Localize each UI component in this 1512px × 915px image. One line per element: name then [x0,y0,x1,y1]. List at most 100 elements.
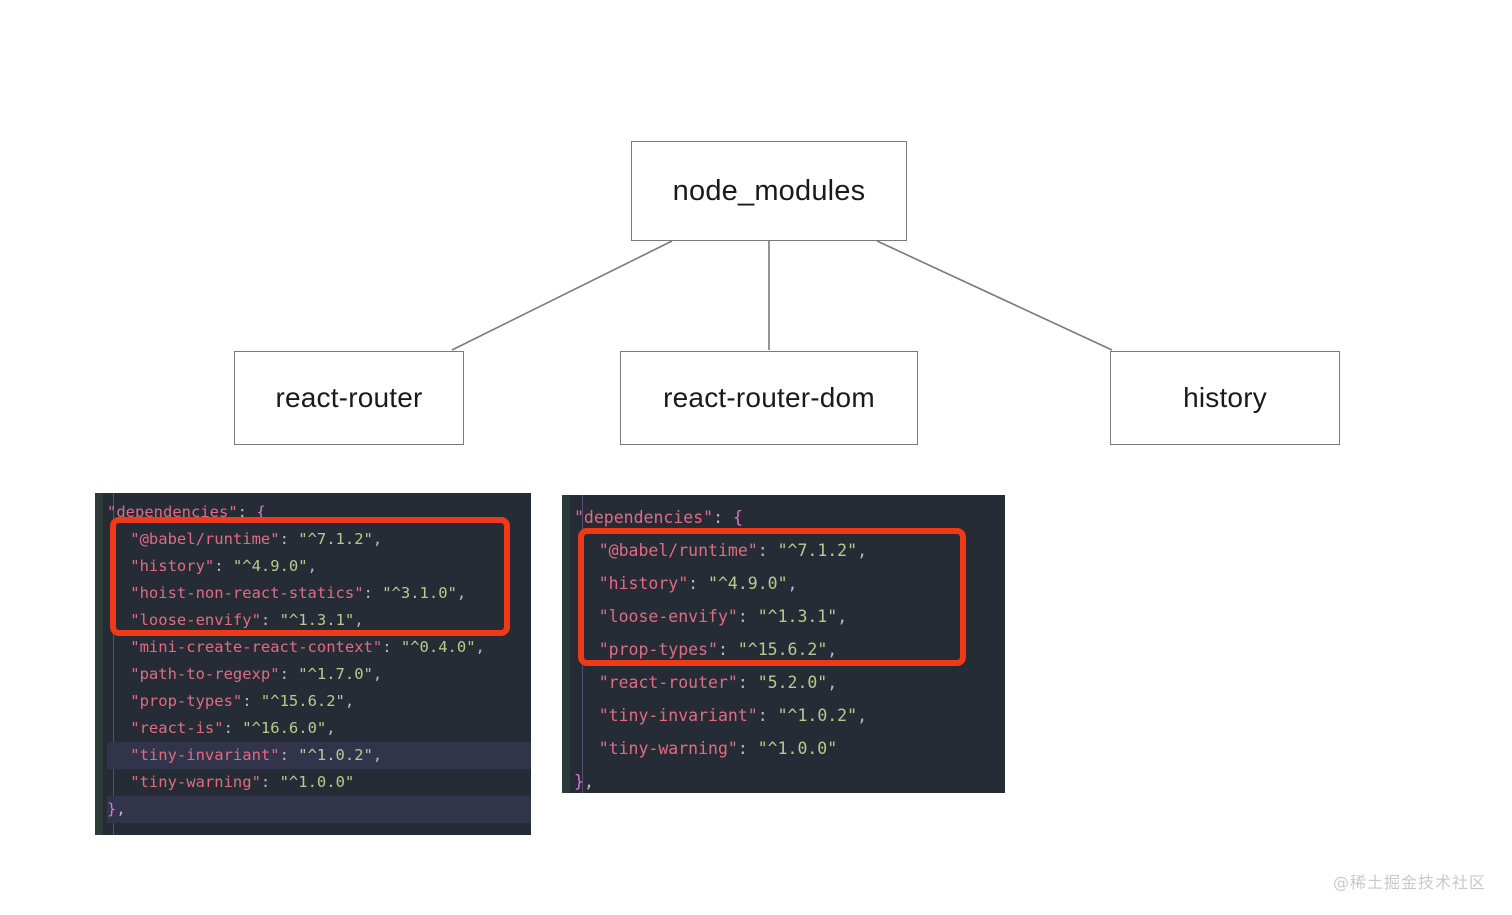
code-token-separator: : [688,574,709,593]
code-line: "prop-types": "^15.6.2", [574,633,1005,666]
code-token-key: "react-is" [130,719,224,737]
code-line: "tiny-warning": "^1.0.0" [574,732,1005,765]
code-line: "tiny-invariant": "^1.0.2", [107,742,531,769]
code-token-key: "@babel/runtime" [598,541,758,560]
tree-node-label: react-router-dom [663,382,875,413]
code-token-comma: , [372,665,383,683]
code-block-react-router-dom-dependencies[interactable]: "dependencies": {"@babel/runtime": "^7.1… [562,495,1005,793]
code-token-comma: , [837,607,848,626]
code-token-value: "^7.1.2" [777,541,858,560]
code-line: "history": "^4.9.0", [107,553,531,580]
code-token-value: "^0.4.0" [400,638,476,656]
code-token-comma: , [344,692,355,710]
code-line: "path-to-regexp": "^1.7.0", [107,661,531,688]
code-line: "@babel/runtime": "^7.1.2", [107,526,531,553]
tree-node-label: node_modules [672,174,866,207]
code-token-brace: { [732,508,743,527]
code-token-separator: : [279,530,299,548]
code-token-value: "^7.1.2" [298,530,373,548]
code-token-separator: : [737,607,758,626]
code-token-value: "^1.0.2" [298,746,373,764]
code-line: }, [107,796,531,823]
code-token-key: "dependencies" [107,503,238,521]
code-token-separator: : [757,706,778,725]
code-gutter [562,495,570,793]
code-token-separator: : [223,719,243,737]
code-token-key: "loose-envify" [598,607,738,626]
code-token-brace: { [256,503,266,521]
code-token-comma: , [475,638,485,656]
code-line: "@babel/runtime": "^7.1.2", [574,534,1005,567]
code-token-value: "^15.6.2" [260,692,345,710]
code-token-separator: : [713,508,733,527]
code-line: "react-is": "^16.6.0", [107,715,531,742]
code-token-value: "^1.0.0" [279,773,355,791]
code-line: "tiny-invariant": "^1.0.2", [574,699,1005,732]
code-token-separator: : [279,665,299,683]
code-token-key: "hoist-non-react-statics" [130,584,364,602]
code-token-separator: : [737,673,758,692]
code-token-separator: : [214,557,233,575]
code-token-value: "^16.6.0" [242,719,327,737]
code-token-comma: , [827,673,838,692]
code-token-comma: , [372,746,383,764]
code-token-value: "^4.9.0" [708,574,788,593]
code-lines: "dependencies": {"@babel/runtime": "^7.1… [562,495,1005,793]
code-line: "loose-envify": "^1.3.1", [107,607,531,634]
code-line: }, [574,765,1005,793]
code-token-key: "loose-envify" [130,611,261,629]
code-token-separator: : [242,692,261,710]
code-line: "dependencies": { [574,501,1005,534]
code-token-value: "^4.9.0" [232,557,308,575]
code-token-key: "tiny-warning" [130,773,261,791]
code-token-separator: : [757,541,778,560]
code-token-comma: , [827,640,838,659]
code-token-separator: : [260,773,280,791]
code-token-comma: , [307,557,317,575]
code-token-comma: , [326,719,336,737]
code-token-key: "react-router" [598,673,738,692]
code-token-comma: , [354,611,364,629]
code-line: "tiny-warning": "^1.0.0" [107,769,531,796]
code-token-comma: , [372,530,383,548]
code-line: "hoist-non-react-statics": "^3.1.0", [107,580,531,607]
watermark: @稀土掘金技术社区 [1332,873,1486,892]
code-token-value: "^1.7.0" [298,665,373,683]
code-line: "prop-types": "^15.6.2", [107,688,531,715]
code-line: "history": "^4.9.0", [574,567,1005,600]
code-token-separator: : [363,584,383,602]
code-token-value: "^1.0.0" [757,739,838,758]
code-token-separator: : [717,640,738,659]
code-line: "mini-create-react-context": "^0.4.0", [107,634,531,661]
code-token-comma: , [583,772,594,791]
connector-root-to-history [876,240,1113,351]
code-token-key: "history" [130,557,215,575]
tree-node-react-router[interactable]: react-router [234,351,464,445]
code-token-key: "mini-create-react-context" [130,638,383,656]
code-token-key: "prop-types" [598,640,718,659]
code-token-comma: , [787,574,798,593]
code-block-react-router-dependencies[interactable]: "dependencies": { "@babel/runtime": "^7.1… [95,493,531,835]
code-token-separator: : [260,611,280,629]
code-token-comma: , [857,706,867,725]
code-token-value: "^1.0.2" [777,706,858,725]
code-token-key: "prop-types" [130,692,243,710]
tree-node-react-router-dom[interactable]: react-router-dom [620,351,918,445]
code-indent-guide [113,493,114,835]
code-token-value: "5.2.0" [757,673,828,692]
tree-node-node-modules[interactable]: node_modules [631,141,907,241]
code-lines: "dependencies": { "@babel/runtime": "^7.1… [95,493,531,823]
code-token-key: "path-to-regexp" [130,665,280,683]
code-token-comma: , [456,584,467,602]
tree-node-history[interactable]: history [1110,351,1340,445]
code-token-comma: , [857,541,867,560]
connector-root-to-react-router [451,240,673,351]
code-gutter [95,493,103,835]
code-token-key: "tiny-warning" [598,739,738,758]
code-token-separator: : [237,503,257,521]
code-token-key: "dependencies" [574,508,714,527]
tree-node-label: history [1183,382,1267,413]
code-token-separator: : [382,638,401,656]
code-token-brace: } [574,772,584,791]
